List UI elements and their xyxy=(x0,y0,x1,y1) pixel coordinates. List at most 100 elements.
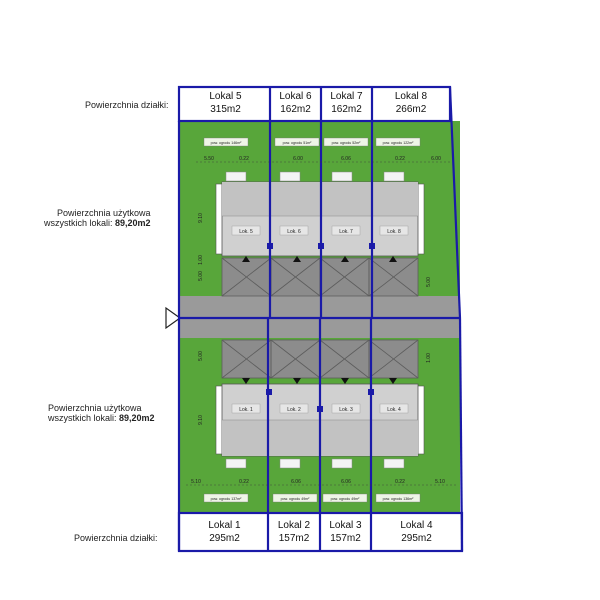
dimension-label: 6.00 xyxy=(293,156,303,162)
garden-tag-box xyxy=(375,137,421,147)
dimension-label: 5.50 xyxy=(204,156,214,162)
usable-area-caption: wszystkich lokali: xyxy=(44,218,113,228)
unit-tag-label: Lok. 3 xyxy=(339,407,353,413)
unit-name: Lokal 6 xyxy=(279,91,312,102)
unit-tag-label: Lok. 6 xyxy=(287,229,301,235)
unit-area: 295m2 xyxy=(209,533,240,544)
unit-area: 266m2 xyxy=(395,104,427,115)
dimension-label: 0.22 xyxy=(395,156,405,162)
dimension-label: 0.22 xyxy=(395,479,405,485)
unit-tag-box xyxy=(331,403,361,414)
unit-tag-label: Lok. 2 xyxy=(287,407,301,413)
entrance-arrow xyxy=(165,306,182,330)
dimension-label: 6.06 xyxy=(291,479,301,485)
unit-tag-box xyxy=(331,225,361,236)
dimension-label: 1.00 xyxy=(426,353,432,363)
garden-tag-label: pow. ogrodu 146m² xyxy=(211,141,243,145)
dimension-label: 0.22 xyxy=(239,156,249,162)
usable-area-label-top-line1: Powierzchnia użytkowa xyxy=(57,208,151,218)
entry-arrow-icon xyxy=(341,378,349,384)
dimension-label: 5.00 xyxy=(426,277,432,287)
bay-diagonal xyxy=(368,339,419,379)
dimension-label: 9.10 xyxy=(198,415,204,425)
unit-tag-label: Lok. 7 xyxy=(339,229,353,235)
patio xyxy=(331,458,353,469)
unit-name: Lokal 3 xyxy=(329,520,362,531)
dimension-label: 5.10 xyxy=(435,479,445,485)
unit-tag-box xyxy=(279,225,309,236)
unit-cell-top: Lokal 8 266m2 xyxy=(372,90,450,116)
entry-arrow-icon xyxy=(293,256,301,262)
unit-area: 157m2 xyxy=(278,533,310,544)
bay-diagonal xyxy=(221,339,272,379)
patios xyxy=(225,171,405,469)
entry-arrow-icon xyxy=(389,378,397,384)
unit-name: Lokal 2 xyxy=(277,520,311,531)
dimension-label: 6.00 xyxy=(431,156,441,162)
garden-tag-box xyxy=(274,137,320,147)
entry-arrow-icon xyxy=(293,378,301,384)
bay-diagonal xyxy=(319,257,370,297)
garden-tag-box xyxy=(322,493,368,503)
patio xyxy=(383,171,405,182)
bay-diagonal xyxy=(319,339,370,379)
dimension-label: 0.22 xyxy=(239,479,249,485)
patio xyxy=(225,171,247,182)
unit-area: 162m2 xyxy=(331,104,362,115)
usable-area-label-top: Powierzchnia użytkowa wszystkich lokali:… xyxy=(44,208,151,228)
garden-tag-label: pow. ogrodu 122m² xyxy=(383,141,415,145)
garden-tag-label: pow. ogrodu 136m² xyxy=(383,497,415,501)
unit-area: 157m2 xyxy=(330,533,361,544)
entry-arrow-icon xyxy=(242,256,250,262)
unit-cell-top: Lokal 5 315m2 xyxy=(181,90,270,116)
unit-name: Lokal 8 xyxy=(394,91,428,102)
entry-arrow-icon xyxy=(242,378,250,384)
garden-tags-top: pow. ogrodu 146m² pow. ogrodu 51m² pow. og… xyxy=(203,137,421,147)
entry-arrow-icon xyxy=(341,256,349,262)
usable-area-label-top-line2: wszystkich lokali: 89,20m2 xyxy=(44,218,151,228)
bay-diagonal xyxy=(368,257,419,297)
boundary-markers xyxy=(266,243,375,412)
garden-tag-label: pow. ogrodu 51m² xyxy=(283,141,313,145)
patio xyxy=(331,171,353,182)
unit-tag-box xyxy=(231,403,261,414)
dimension-label: 6.06 xyxy=(341,479,351,485)
usable-area-caption: wszystkich lokali: xyxy=(48,413,117,423)
unit-tag-box xyxy=(379,403,409,414)
unit-area: 162m2 xyxy=(280,104,311,115)
usable-area-label-bottom: Powierzchnia użytkowa wszystkich lokali:… xyxy=(48,403,155,423)
dimension-label: 1.00 xyxy=(198,255,204,265)
unit-tag-box xyxy=(231,225,261,236)
entry-arrows xyxy=(242,256,397,384)
patio xyxy=(279,458,301,469)
patio xyxy=(383,458,405,469)
unit-tag-label: Lok. 1 xyxy=(239,407,253,413)
unit-name: Lokal 7 xyxy=(330,91,363,102)
unit-cell-bottom: Lokal 2 157m2 xyxy=(268,519,320,545)
unit-name: Lokal 5 xyxy=(209,91,242,102)
bay-diagonal xyxy=(221,257,272,297)
usable-area-value: 89,20m2 xyxy=(119,413,155,423)
unit-tag-box xyxy=(379,225,409,236)
garden-tag-box xyxy=(375,493,421,503)
garden-tag-box xyxy=(323,137,369,147)
dimension-label: 5.00 xyxy=(198,351,204,361)
usable-area-label-bottom-line1: Powierzchnia użytkowa xyxy=(48,403,142,413)
bay-diagonal xyxy=(270,257,321,297)
plot-area-label-top: Powierzchnia działki: xyxy=(85,100,169,110)
unit-tag-label: Lok. 8 xyxy=(387,229,401,235)
patio xyxy=(225,458,247,469)
plot-area-label-bottom: Powierzchnia działki: xyxy=(74,533,158,543)
dimension-label: 9.10 xyxy=(198,213,204,223)
garden-tag-box xyxy=(203,137,249,147)
entry-arrow-icon xyxy=(389,256,397,262)
dims-side: 9.105.001.005.005.009.101.00 xyxy=(198,213,432,425)
garden-tag-label: pow. ogrodu 137m² xyxy=(211,497,243,501)
unit-cell-bottom: Lokal 1 295m2 xyxy=(181,519,268,545)
